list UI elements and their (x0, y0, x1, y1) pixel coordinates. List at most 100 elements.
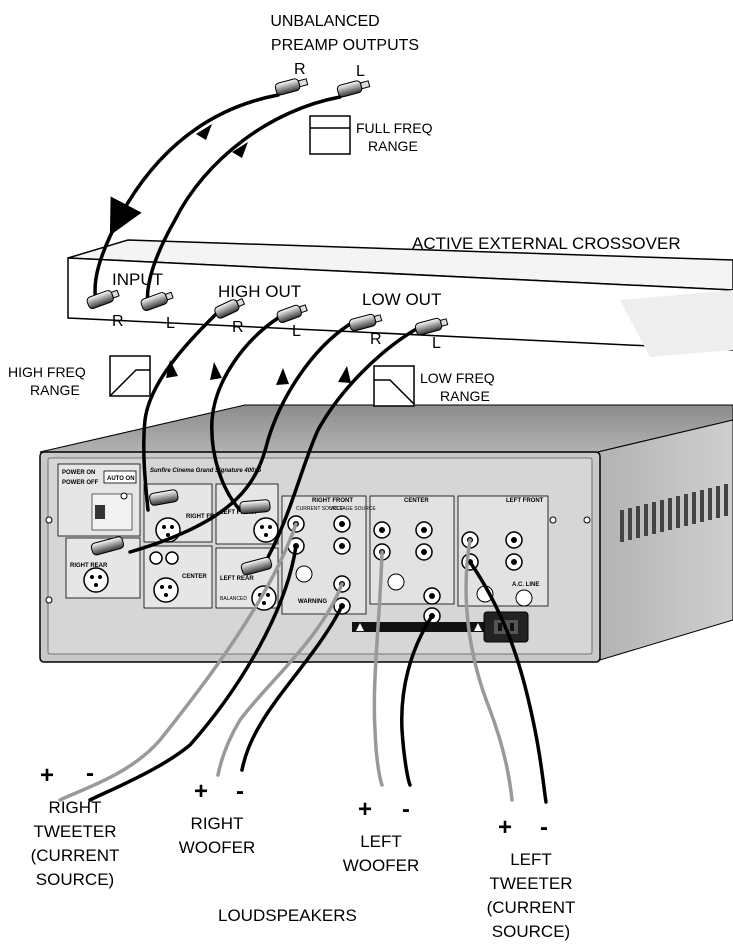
high-out-l-label: L (292, 323, 301, 340)
left-tweeter-plus: + (498, 814, 513, 841)
gain-knob-center[interactable] (387, 573, 405, 591)
plug-preamp-l (336, 80, 371, 98)
left-tweeter-line2: TWEETER (489, 874, 573, 893)
crossover-right-face (620, 290, 733, 357)
low-out-l-label: L (432, 335, 441, 352)
right-woofer-line2: WOOFER (178, 838, 256, 857)
low-freq-label-line2: RANGE (440, 388, 490, 404)
right-tweeter-line2: TWEETER (33, 822, 117, 841)
rca-connector-center-2[interactable] (165, 551, 179, 565)
right-tweeter-plus: + (40, 762, 55, 789)
arrow-2 (232, 142, 248, 158)
cable-low-out-l (260, 326, 420, 570)
gain-knob-right[interactable] (295, 565, 313, 583)
input-label: INPUT (112, 270, 163, 289)
crossover-box (67, 239, 733, 357)
plug-amp-left-front (239, 499, 271, 515)
amplifier-brand: Sunfire Cinema Grand Signature 400x5 (150, 468, 262, 474)
low-freq-label-line1: LOW FREQ (420, 370, 495, 386)
left-woofer-line1: LEFT (360, 832, 402, 851)
amplifier-side-face (584, 419, 733, 661)
left-tweeter-line3: (CURRENT (486, 898, 576, 917)
power-off-label: POWER OFF (62, 480, 99, 486)
plug-high-out-r (214, 297, 246, 319)
full-freq-icon (309, 115, 351, 155)
wire-left-woofer-minus (400, 614, 434, 787)
gain-knob-ac[interactable] (515, 589, 533, 607)
vent-slots (620, 484, 728, 542)
arrow-4 (210, 362, 222, 380)
power-on-label: POWER ON (62, 470, 95, 476)
rca-connector-center-1[interactable] (149, 551, 163, 565)
speaker-wires (58, 522, 548, 804)
left-woofer-line2: WOOFER (342, 856, 420, 875)
signal-arrows (166, 124, 351, 385)
plug-input-l (140, 291, 174, 312)
low-out-label: LOW OUT (362, 290, 442, 309)
center-output-label: CENTER (404, 498, 429, 504)
right-woofer-minus: - (236, 778, 244, 805)
plug-low-out-r (348, 313, 383, 332)
right-front-label: RIGHT FRONT (186, 514, 227, 520)
signal-cables (93, 93, 420, 570)
preamp-r-label: R (294, 61, 306, 78)
high-freq-label-line2: RANGE (30, 382, 80, 398)
cable-preamp-r-to-input-r (93, 93, 280, 304)
wire-right-tweeter-minus (88, 544, 298, 802)
preamp-title-line1: UNBALANCED (270, 13, 380, 30)
low-out-r-label: R (370, 331, 382, 348)
amplifier: POWER ON POWER OFF AUTO ON Sunfire Cinem… (39, 404, 733, 663)
left-tweeter-minus: - (540, 814, 548, 841)
wire-left-woofer-plus (372, 550, 384, 787)
cable-high-out-l (210, 316, 280, 512)
right-tweeter-line1: RIGHT (48, 798, 102, 817)
plug-low-out-l (414, 317, 449, 336)
auto-on-switch[interactable] (103, 470, 137, 484)
right-tweeter-minus: - (86, 760, 94, 787)
wire-left-tweeter-plus (464, 538, 514, 802)
right-front-output-label: RIGHT FRONT (312, 498, 353, 504)
wire-right-tweeter-plus (58, 522, 298, 802)
high-freq-icon (109, 355, 151, 397)
plug-high-out-l (276, 304, 308, 324)
right-tweeter-line3: (CURRENT (30, 846, 120, 865)
left-tweeter-line4: SOURCE) (491, 922, 571, 941)
xlr-connector-left-front[interactable] (253, 517, 279, 543)
low-freq-icon (373, 365, 415, 407)
plug-amp-right-rear (90, 536, 125, 556)
voltage-source-label: VOLTAGE SOURCE (330, 506, 376, 512)
xlr-connector-right-rear[interactable] (83, 567, 109, 593)
warning-label: WARNING (298, 599, 327, 605)
loudspeakers-caption: LOUDSPEAKERS (218, 906, 357, 925)
cable-high-out-r (142, 308, 222, 512)
crossover-title: ACTIVE EXTERNAL CROSSOVER (412, 234, 681, 253)
xlr-connector-center[interactable] (153, 577, 179, 603)
right-woofer-line1: RIGHT (190, 814, 244, 833)
wire-right-woofer-plus (216, 582, 344, 777)
left-woofer-plus: + (358, 796, 373, 823)
high-out-label: HIGH OUT (218, 282, 302, 301)
rca-plugs (86, 78, 449, 576)
amplifier-input-section: RIGHT REAR RIGHT FRONT CENTER LEFT FRONT… (65, 483, 279, 611)
left-rear-label: LEFT REAR (220, 576, 254, 582)
cable-low-out-r (128, 322, 352, 554)
arrow-1 (196, 124, 212, 140)
full-freq-label-line1: FULL FREQ (356, 120, 433, 136)
center-input-label: CENTER (182, 574, 207, 580)
left-front-output-label: LEFT FRONT (506, 498, 544, 504)
left-front-label: LEFT FRONT (220, 510, 258, 516)
plug-preamp-r (274, 78, 309, 96)
current-source-label: CURRENT SOURCE (296, 506, 344, 512)
input-l-label: L (166, 315, 175, 332)
wire-right-woofer-minus (240, 604, 344, 772)
wire-left-tweeter-minus (468, 560, 548, 804)
arrow-5 (276, 368, 289, 385)
crossover-front-face (67, 257, 733, 351)
ac-line-label: A.C. LINE (512, 582, 539, 588)
input-r-label: R (112, 313, 124, 330)
plug-amp-left-rear (240, 556, 273, 576)
cable-preamp-l-to-input-l (145, 95, 342, 307)
right-woofer-plus: + (194, 778, 209, 805)
plug-amp-right-front (149, 489, 179, 506)
